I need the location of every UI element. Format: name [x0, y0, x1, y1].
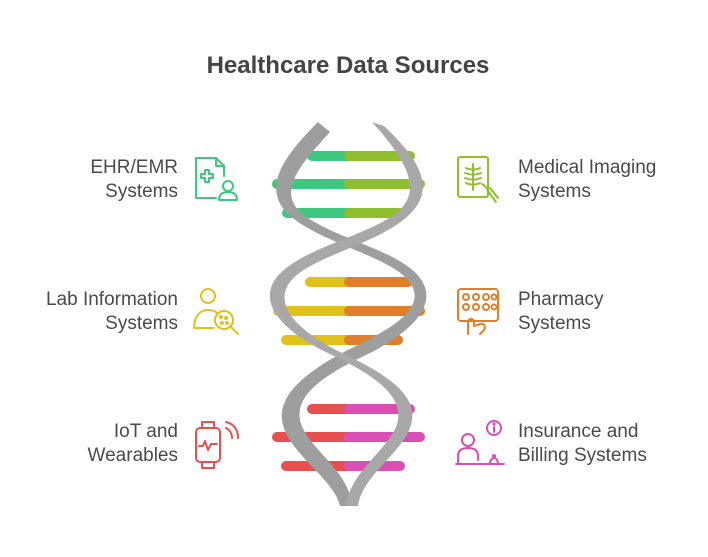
source-label-line: Billing Systems	[518, 445, 647, 466]
lab-analysis-icon	[190, 286, 242, 338]
source-label-line: Systems	[518, 313, 591, 334]
source-label-pharmacy: Pharmacy Systems	[518, 288, 698, 336]
source-label-line: EHR/EMR	[90, 157, 178, 178]
source-label-medical-imaging: Medical Imaging Systems	[518, 156, 698, 204]
source-label-ehr-emr: EHR/EMR Systems	[60, 156, 178, 204]
source-label-line: IoT and	[113, 421, 178, 442]
helix-strand-a	[276, 122, 427, 506]
source-label-line: Pharmacy	[518, 289, 604, 310]
source-label-line: Lab Information	[45, 289, 178, 310]
medical-record-icon	[190, 154, 242, 206]
page-title: Healthcare Data Sources	[206, 52, 490, 79]
source-label-insurance-billing: Insurance and Billing Systems	[518, 420, 698, 468]
source-label-line: Wearables	[87, 445, 178, 466]
source-label-line: Systems	[105, 181, 178, 202]
source-label-line: Systems	[105, 313, 178, 334]
source-label-line: Insurance and	[518, 421, 639, 442]
billing-desk-icon	[454, 418, 506, 470]
source-label-line: Systems	[518, 181, 591, 202]
pill-pack-icon	[454, 286, 506, 338]
xray-scan-icon	[454, 154, 506, 206]
helix-strand-b	[269, 122, 423, 506]
source-label-line: Medical Imaging	[518, 157, 657, 178]
source-label-lab-information: Lab Information Systems	[20, 288, 178, 336]
smartwatch-icon	[190, 418, 242, 470]
source-label-iot-wearables: IoT and Wearables	[40, 420, 178, 468]
